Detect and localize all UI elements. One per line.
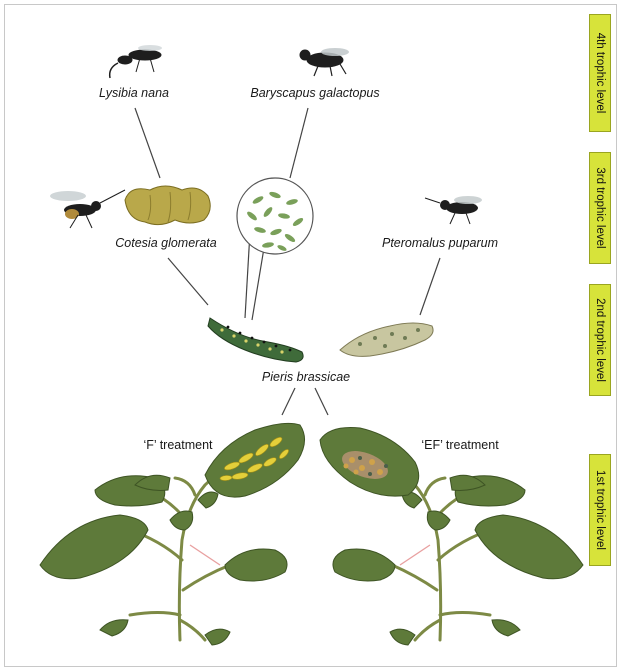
trophic-level-2-text: 2nd trophic level [594,298,606,382]
label-pteromalus-puparum: Pteromalus puparum [382,236,498,250]
trophic-level-1-tag: 1st trophic level [589,454,611,566]
link-pieris-right-plant [315,388,328,415]
baryscapus-wasp-image [300,48,349,76]
link-cocoon-pieris-left [245,232,250,318]
link-cotesia-pieris [168,258,208,305]
lysibia-wasp-image [110,45,162,78]
trophic-links [135,108,440,415]
link-lysibia-cotesia [135,108,160,178]
trophic-level-1-text: 1st trophic level [594,470,606,550]
label-f-treatment: ‘F’ treatment [143,438,212,452]
pieris-caterpillar-image [208,318,303,362]
right-plant-image [320,428,583,646]
cotesia-cocoon-image [125,186,210,225]
parasitized-host-closeup [237,178,313,254]
left-plant-image [40,423,305,645]
link-pteromalus-pupa [420,258,440,315]
label-cotesia-glomerata: Cotesia glomerata [115,236,216,250]
label-baryscapus-galactopus: Baryscapus galactopus [250,86,379,100]
link-pieris-left-plant [282,388,295,415]
cotesia-wasp-image [50,190,125,228]
label-pieris-brassicae: Pieris brassicae [262,370,350,384]
pieris-pupa-image [340,323,433,356]
pteromalus-wasp-image [425,196,482,224]
trophic-level-4-tag: 4th trophic level [589,14,611,132]
trophic-level-4-text: 4th trophic level [594,33,606,114]
f-treatment-leaf [205,423,305,497]
label-lysibia-nana: Lysibia nana [99,86,169,100]
trophic-level-3-text: 3rd trophic level [594,167,606,248]
trophic-level-3-tag: 3rd trophic level [589,152,611,264]
label-ef-treatment: ‘EF’ treatment [421,438,498,452]
trophic-level-2-tag: 2nd trophic level [589,284,611,396]
link-baryscapus-cocoon [290,108,308,178]
